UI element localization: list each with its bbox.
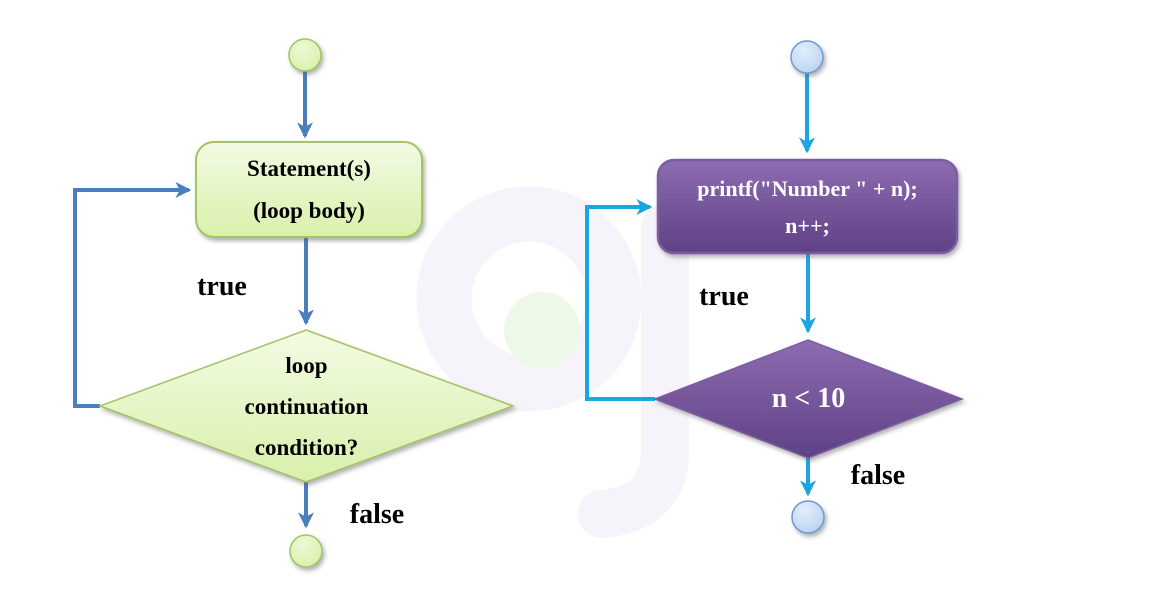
right-decision-node [652, 339, 965, 459]
right-process-line-2: n++; [785, 212, 830, 238]
left-decision-line-2: continuation [244, 393, 369, 419]
left-true-label: true [197, 271, 247, 302]
left-loopback-true-arrow [73, 182, 192, 408]
left-decision-line-3: condition? [254, 434, 359, 460]
right-process-label: printf("Number " + n); n++; [658, 160, 957, 253]
right-end-terminal [791, 500, 825, 534]
watermark-center-dot [504, 292, 580, 368]
right-false-label: false [850, 460, 906, 491]
left-false-label: false [349, 499, 405, 530]
watermark-ring [416, 186, 642, 412]
left-decision-line-1: loop [285, 352, 328, 378]
left-flowchart-connectors [73, 71, 314, 529]
right-loopback-true-arrow [585, 199, 655, 401]
left-end-terminal [289, 534, 323, 568]
left-process-node [195, 141, 423, 238]
left-decision-node [97, 329, 516, 483]
left-decision-label: loop continuation condition? [100, 330, 513, 482]
right-flowchart-connectors [585, 73, 816, 497]
right-decision-label: n < 10 [771, 383, 846, 414]
right-flowchart-shapes [652, 40, 965, 534]
right-process-line-1: printf("Number " + n); [697, 175, 918, 201]
watermark-stem [578, 204, 689, 538]
right-start-terminal [790, 40, 824, 74]
left-start-terminal [288, 38, 322, 72]
left-process-line-2: (loop body) [253, 197, 365, 223]
left-process-label: Statement(s) (loop body) [196, 142, 422, 237]
right-process-node [656, 158, 959, 255]
left-process-line-1: Statement(s) [247, 155, 371, 181]
watermark-logo [416, 186, 689, 538]
right-true-label: true [699, 281, 749, 312]
left-flowchart-shapes [97, 38, 516, 568]
